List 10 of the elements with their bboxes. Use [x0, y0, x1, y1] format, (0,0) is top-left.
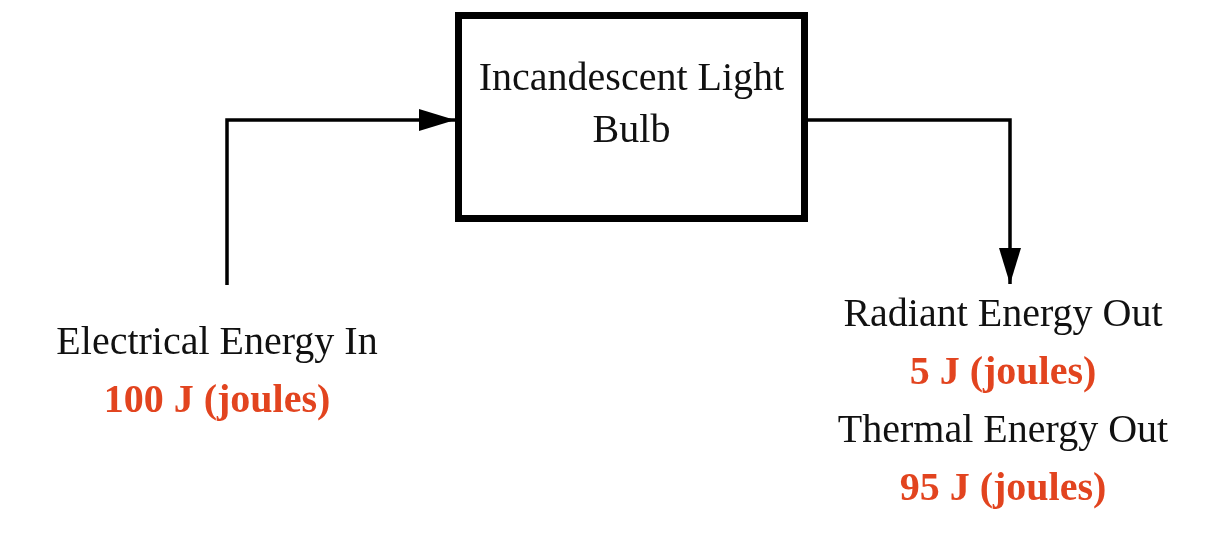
- energy-label: Thermal Energy Out: [837, 405, 1169, 453]
- box-label: Incandescent Light Bulb: [477, 53, 786, 153]
- arrow: [808, 118, 1021, 284]
- energy-value: 5 J (joules): [909, 347, 1097, 395]
- energy-value: 100 J (joules): [103, 375, 331, 423]
- energy-label: Electrical Energy In: [56, 317, 378, 365]
- arrow: [225, 109, 455, 285]
- process-box: [455, 12, 808, 222]
- energy-value: 95 J (joules): [899, 463, 1107, 511]
- energy-label: Radiant Energy Out: [843, 289, 1163, 337]
